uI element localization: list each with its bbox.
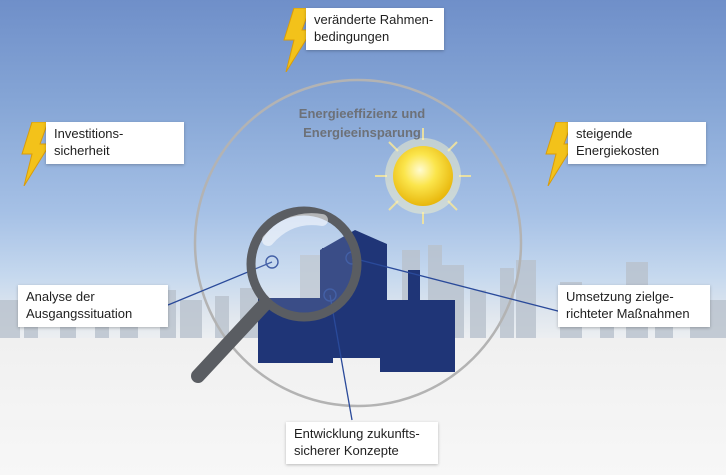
step-label-line1: Entwicklung zukunfts- xyxy=(294,426,420,441)
step-label-line1: Umsetzung zielge- xyxy=(566,289,674,304)
factor-label-line1: steigende xyxy=(576,126,633,141)
magnifier-icon xyxy=(191,206,362,383)
focus-circle xyxy=(193,78,523,408)
factor-label-line2: bedingungen xyxy=(314,29,390,44)
factor-box-framework: veränderte Rahmen- bedingungen xyxy=(306,8,444,50)
step-label-line2: sicherer Konzepte xyxy=(294,443,399,458)
buildings-icon xyxy=(258,230,455,372)
step-box-development: Entwicklung zukunfts- sicherer Konzepte xyxy=(286,422,438,464)
center-title-line2: Energieeinsparung xyxy=(303,125,421,140)
step-label-line2: Ausgangssituation xyxy=(26,306,133,321)
sun-icon xyxy=(375,128,471,224)
factor-label-line1: Investitions- xyxy=(54,126,124,141)
step-label-line1: Analyse der xyxy=(26,289,95,304)
center-title: Energieeffizienz und Energieeinsparung xyxy=(262,104,462,142)
factor-label-line2: Energiekosten xyxy=(576,143,660,158)
factor-box-investment: Investitions- sicherheit xyxy=(46,122,184,164)
step-box-analysis: Analyse der Ausgangssituation xyxy=(18,285,168,327)
factor-label-line1: veränderte Rahmen- xyxy=(314,12,434,27)
step-box-implementation: Umsetzung zielge- richteter Maßnahmen xyxy=(558,285,710,327)
center-title-line1: Energieeffizienz und xyxy=(298,106,426,121)
step-label-line2: richteter Maßnahmen xyxy=(566,306,690,321)
factor-box-energy-costs: steigende Energiekosten xyxy=(568,122,706,164)
factor-label-line2: sicherheit xyxy=(54,143,110,158)
